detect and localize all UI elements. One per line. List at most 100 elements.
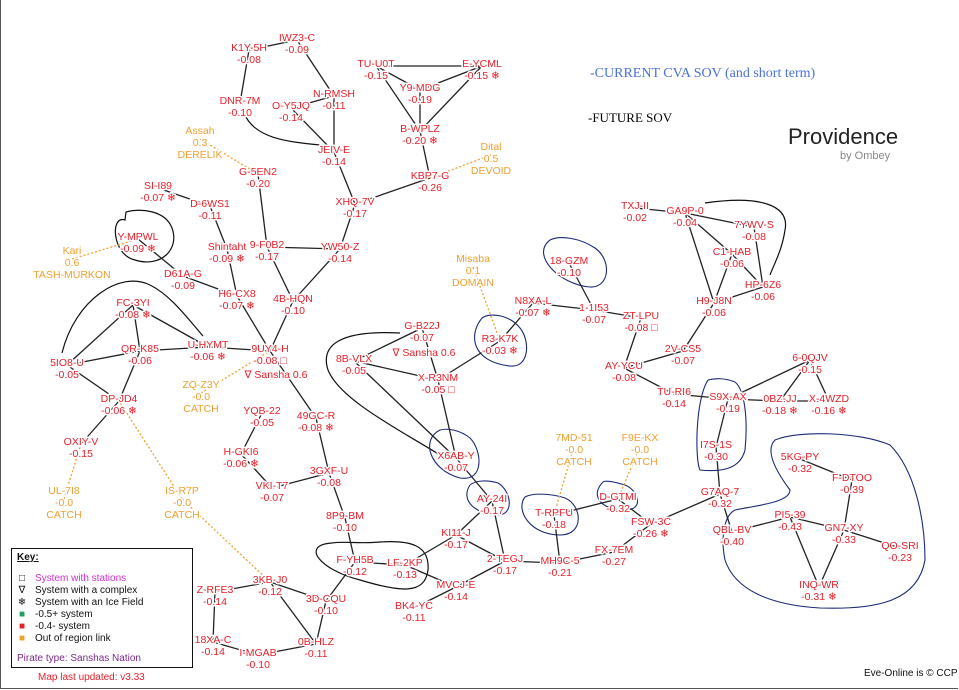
system-security: -0.18 — [542, 519, 566, 531]
gate-link — [673, 393, 729, 400]
system-security: -0.17 — [444, 539, 468, 551]
gate-link — [248, 39, 298, 51]
system-name: D-GTMI — [599, 491, 636, 503]
external-system-name: Misaba — [456, 253, 490, 265]
external-region-name: CATCH — [183, 403, 218, 415]
key-label: Out of region link — [35, 633, 111, 644]
gate-link — [353, 360, 439, 381]
system-security: -0.10 — [333, 522, 357, 534]
key-label: System with stations — [35, 573, 127, 584]
system-name: KBP7-G — [411, 170, 450, 182]
gate-link — [491, 500, 506, 562]
system-security: -0.14 — [203, 596, 227, 608]
system-security: -0.09 ❄ — [209, 253, 245, 265]
external-region-name: DERELIK — [178, 149, 223, 161]
system-security: -0.06 — [720, 258, 744, 270]
gate-link — [727, 398, 781, 402]
gate-link — [843, 479, 853, 531]
system-security: -0.43 — [778, 521, 802, 533]
system-security: -0.21 — [548, 567, 572, 579]
system-security: -0.06 — [751, 291, 775, 303]
system-security: -0.07 ❄ — [219, 300, 255, 312]
gate-link — [715, 446, 721, 495]
current-sov-circle-trpfu — [521, 493, 579, 536]
gate-link — [684, 212, 733, 255]
system-name: 0B-HLZ — [298, 636, 335, 648]
system-security: -0.08 — [317, 477, 341, 489]
gate-link — [139, 346, 209, 352]
system-name: D-6WS1 — [190, 198, 230, 210]
system-name: BK4-YC — [395, 600, 433, 612]
gate-link — [296, 39, 335, 97]
gate-link — [799, 458, 853, 481]
author-credit: by Ombey — [840, 150, 891, 162]
system-security: -0.23 — [888, 552, 912, 564]
system-name: 8P9-BM — [326, 510, 364, 522]
external-system-name: Kari — [63, 245, 82, 257]
gate-link — [239, 49, 250, 104]
gate-link — [339, 203, 356, 250]
gate-link — [353, 360, 457, 459]
gate-link — [455, 534, 506, 562]
external-system-security: 0.3 — [193, 137, 208, 149]
system-security: -0.20 ❄ — [402, 135, 438, 147]
gate-link — [684, 212, 715, 304]
system-name: 4B-HQN — [273, 293, 313, 305]
system-security: -0.12 — [343, 566, 367, 578]
system-security: -0.14 — [328, 253, 352, 265]
gate-link — [421, 327, 439, 381]
gate-link — [789, 516, 820, 588]
system-security: -0.07 — [444, 462, 468, 474]
system-security: -0.10 — [314, 605, 338, 617]
system-name: QBL-BV — [713, 524, 752, 536]
future-sov-circle-fyh5b — [315, 541, 429, 590]
system-security: -0.06 ❄ — [223, 458, 259, 470]
system-name: MH9C-5 — [540, 555, 579, 567]
gate-link — [214, 581, 271, 593]
hand-drawn-annotations — [61, 112, 926, 609]
system-name: U-HYMT — [188, 339, 229, 351]
system-name: YQB-22 — [243, 405, 281, 417]
system-name: AY-24I — [477, 493, 507, 505]
gate-link — [132, 304, 209, 348]
system-name: FC-3YI — [116, 297, 149, 309]
out-of-region-link — [429, 154, 492, 179]
system-name: TU-U0T — [357, 58, 395, 70]
system-security: -0.08 □ — [624, 322, 658, 334]
system-security: -0.07 — [582, 314, 606, 326]
system-security: -0.11 — [304, 648, 327, 660]
system-name: Y9-MDG — [400, 82, 441, 94]
system-name: Y-MPWL — [117, 231, 158, 243]
key-item-out: ■Out of region link — [17, 633, 111, 644]
system-name: INQ-WR — [799, 579, 839, 591]
system-security: -0.07 ❄ — [515, 307, 551, 319]
gate-link — [682, 302, 715, 352]
gate-link — [623, 350, 684, 369]
key-title: Key: — [17, 552, 39, 563]
external-system-security: 0.1 — [466, 265, 481, 277]
system-security: -0.15 — [69, 448, 93, 460]
system-security: -0.02 — [623, 212, 647, 224]
gate-link — [499, 302, 534, 342]
system-security: -0.14 — [279, 112, 303, 124]
system-security: -0.10 — [228, 107, 252, 119]
gate-link — [753, 226, 764, 288]
gate-link — [437, 340, 501, 381]
gate-link — [182, 275, 238, 297]
external-region-name: CATCH — [164, 509, 199, 521]
system-name: H-GKI6 — [223, 446, 258, 458]
gate-link — [315, 600, 327, 645]
system-security: -0.03 ❄ — [482, 345, 518, 357]
system-security: -0.09 — [171, 280, 195, 292]
system-name: DNR-7M — [220, 95, 261, 107]
gate-link — [455, 560, 506, 588]
external-system-security: -0.0 — [631, 444, 649, 456]
key-label: System with a complex — [35, 585, 138, 596]
gate-link — [789, 516, 845, 531]
system-name: G7AQ-7 — [701, 486, 740, 498]
external-system-name: UL-7I8 — [48, 485, 80, 497]
system-security: -0.07 — [410, 332, 434, 344]
key-item-ice: ❄System with an Ice Field — [17, 597, 144, 608]
